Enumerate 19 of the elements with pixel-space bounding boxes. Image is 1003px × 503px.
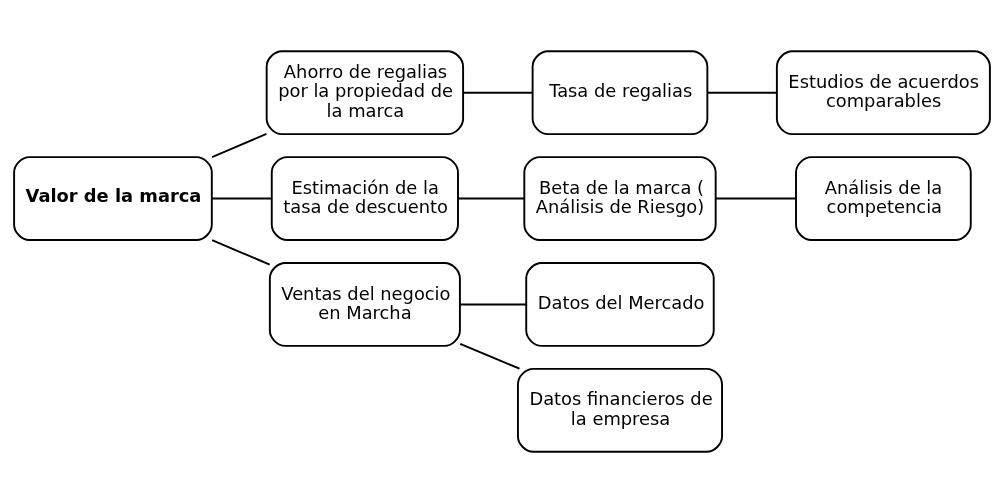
node-box: Análisis de la competencia bbox=[794, 156, 972, 241]
connector bbox=[210, 239, 271, 266]
connector bbox=[210, 133, 267, 158]
node-box: Estimación de la tasa de descuento bbox=[270, 156, 459, 241]
connector bbox=[210, 197, 273, 200]
node-box: Beta de la marca ( Análisis de Riesgo) bbox=[522, 156, 717, 241]
node-box: Tasa de regalias bbox=[531, 50, 708, 136]
connector bbox=[458, 303, 527, 306]
connector bbox=[714, 197, 797, 200]
connector bbox=[458, 342, 520, 370]
connector bbox=[456, 197, 525, 200]
node-box: Datos financieros de la empresa bbox=[516, 367, 723, 453]
node-box: Estudios de acuerdos comparables bbox=[775, 50, 991, 136]
node-box: Valor de la marca bbox=[12, 156, 213, 241]
node-box: Datos del Mercado bbox=[524, 262, 715, 347]
node-box: Ventas del negocio en Marcha bbox=[268, 262, 461, 347]
node-box: Ahorro de regalias por la propiedad de la marca bbox=[265, 50, 464, 136]
connector bbox=[462, 91, 534, 94]
connector bbox=[705, 91, 777, 94]
